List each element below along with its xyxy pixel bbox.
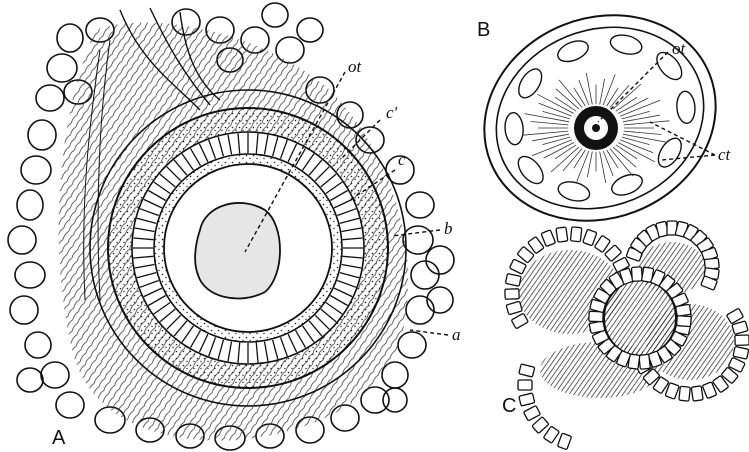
- fat-cell: [398, 332, 426, 358]
- fat-cell: [17, 190, 43, 220]
- columnar-cell: [519, 364, 535, 377]
- fat-cell: [383, 388, 407, 412]
- fat-cell: [57, 24, 83, 52]
- columnar-cell: [691, 386, 703, 401]
- fat-cell: [47, 54, 77, 82]
- columnar-cell: [733, 346, 749, 359]
- columnar-cell: [570, 227, 581, 242]
- columnar-cell: [676, 304, 692, 316]
- fat-cell: [406, 296, 434, 324]
- fat-cell: [56, 392, 84, 418]
- columnar-cell: [523, 405, 540, 420]
- columnar-cell: [556, 227, 568, 242]
- columnar-cell: [505, 274, 521, 287]
- panel-c-letter: C: [502, 395, 516, 417]
- columnar-cell: [517, 246, 534, 263]
- columnar-cell: [528, 236, 544, 253]
- columnar-cell: [506, 301, 522, 314]
- panel-c: C: [502, 221, 749, 450]
- columnar-cell: [589, 321, 605, 334]
- panel-a-label-c-prime: c': [386, 103, 398, 122]
- panel-b-label-ct: ct: [718, 145, 732, 164]
- columnar-cell: [541, 230, 556, 247]
- columnar-cell: [519, 393, 535, 406]
- panel-a: A ot c' c b a: [8, 3, 461, 450]
- fat-cell: [36, 85, 64, 111]
- panel-a-label-c: c: [398, 150, 406, 169]
- panel-a-label-ot: ot: [348, 57, 363, 76]
- columnar-cell: [594, 235, 610, 252]
- fat-cell: [8, 226, 36, 254]
- columnar-cell: [589, 311, 603, 321]
- columnar-cell: [518, 380, 532, 390]
- columnar-cell: [532, 417, 549, 434]
- fat-cell: [28, 120, 56, 150]
- columnar-cell: [543, 426, 559, 443]
- panel-a-letter: A: [52, 427, 66, 449]
- panel-b-label-ot: ot: [672, 39, 687, 58]
- panel-a-label-b: b: [444, 219, 453, 238]
- columnar-cell: [732, 321, 748, 334]
- columnar-cell: [679, 386, 690, 401]
- columnar-cell: [735, 335, 749, 345]
- panel-b: B ot ct: [453, 0, 747, 255]
- fat-cell: [15, 262, 45, 288]
- fat-cell: [25, 332, 51, 358]
- fat-cell: [262, 3, 288, 27]
- fat-cell: [41, 362, 69, 388]
- fat-cell: [17, 368, 43, 392]
- fat-cell: [10, 296, 38, 324]
- columnar-cell: [583, 229, 597, 246]
- fat-cell: [426, 246, 454, 274]
- columnar-cell: [505, 289, 519, 299]
- columnar-cell: [509, 259, 526, 274]
- columnar-cell: [557, 433, 571, 450]
- fat-cell: [21, 156, 51, 184]
- columnar-cell: [631, 267, 642, 282]
- panel-a-label-a: a: [452, 325, 461, 344]
- fat-cell: [297, 18, 323, 42]
- fat-cell: [406, 192, 434, 218]
- panel-a-otolith: [195, 203, 280, 299]
- panel-b-letter: B: [477, 19, 490, 41]
- fat-cell: [403, 226, 433, 254]
- columnar-cell: [726, 308, 743, 324]
- panel-b-otolith-core: [592, 124, 600, 132]
- columnar-cell: [605, 245, 622, 262]
- columnar-cell: [511, 313, 528, 329]
- columnar-cell: [677, 316, 692, 327]
- columnar-cell: [639, 354, 650, 369]
- fat-cell: [411, 261, 439, 289]
